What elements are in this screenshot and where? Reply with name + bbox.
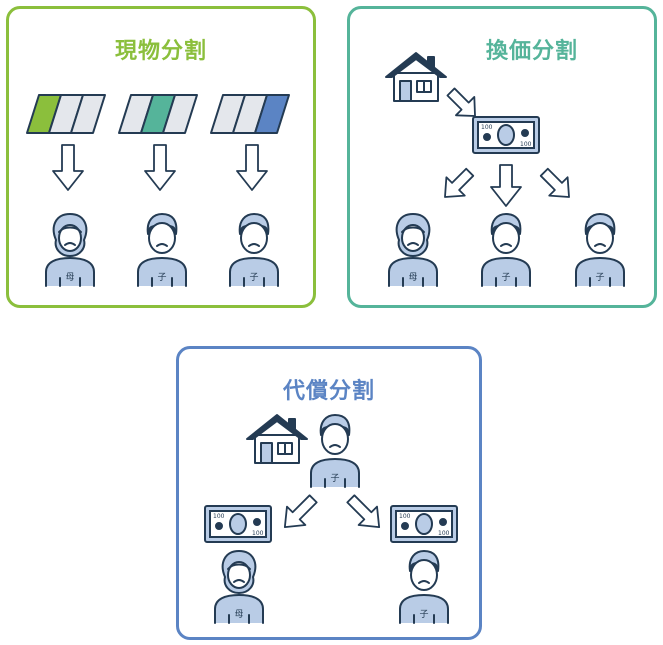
bill-value: 100 xyxy=(252,530,264,537)
person-label: 子 xyxy=(330,473,339,484)
panel-kanka-bunkatsu: 換価分割 100 100 xyxy=(347,6,657,308)
panel-title: 換価分割 xyxy=(485,39,578,64)
banknote-icon: 100 100 xyxy=(472,116,540,154)
child-person-icon: 子 xyxy=(575,213,625,287)
mother-person-icon: 母 xyxy=(45,213,95,287)
arrow-down-icon xyxy=(490,164,522,207)
arrow-down-left-icon xyxy=(444,167,475,198)
bill-value: 100 xyxy=(399,513,411,520)
arrow-down-icon xyxy=(236,144,268,191)
land-parcel-icon xyxy=(210,94,290,134)
child-person-icon: 子 xyxy=(310,414,360,488)
person-label: 子 xyxy=(419,609,428,620)
banknote-icon: 100 100 xyxy=(204,505,272,543)
person-label: 子 xyxy=(157,272,166,283)
panel-daisho-bunkatsu: 代償分割 子 xyxy=(176,346,482,640)
panel-title: 現物分割 xyxy=(114,39,207,64)
bill-value: 100 xyxy=(520,141,532,148)
house-icon xyxy=(385,52,447,102)
bill-value: 100 xyxy=(213,513,225,520)
arrow-down-right-icon xyxy=(446,87,476,117)
mother-person-icon: 母 xyxy=(388,213,438,287)
child-person-icon: 子 xyxy=(137,213,187,287)
child-person-icon: 子 xyxy=(399,550,449,624)
person-label: 子 xyxy=(249,272,258,283)
land-parcel-icon xyxy=(118,94,198,134)
person-label: 子 xyxy=(501,272,510,283)
bill-value: 100 xyxy=(438,530,450,537)
person-label: 子 xyxy=(595,272,604,283)
person-label: 母 xyxy=(408,272,417,283)
child-person-icon: 子 xyxy=(481,213,531,287)
house-icon xyxy=(246,414,308,464)
land-parcel-icon xyxy=(26,94,106,134)
person-label: 母 xyxy=(65,272,74,283)
arrow-down-icon xyxy=(52,144,84,191)
arrow-down-left-icon xyxy=(283,494,318,529)
arrow-down-right-icon xyxy=(346,494,381,529)
person-label: 母 xyxy=(234,609,243,620)
banknote-icon: 100 100 xyxy=(390,505,458,543)
arrow-down-icon xyxy=(144,144,176,191)
panel-title: 代償分割 xyxy=(282,379,375,404)
bill-value: 100 xyxy=(481,124,493,131)
child-person-icon: 子 xyxy=(229,213,279,287)
panel-genbutsu-bunkatsu: 現物分割 xyxy=(6,6,316,308)
mother-person-icon: 母 xyxy=(214,550,264,624)
arrow-down-right-icon xyxy=(539,167,570,198)
